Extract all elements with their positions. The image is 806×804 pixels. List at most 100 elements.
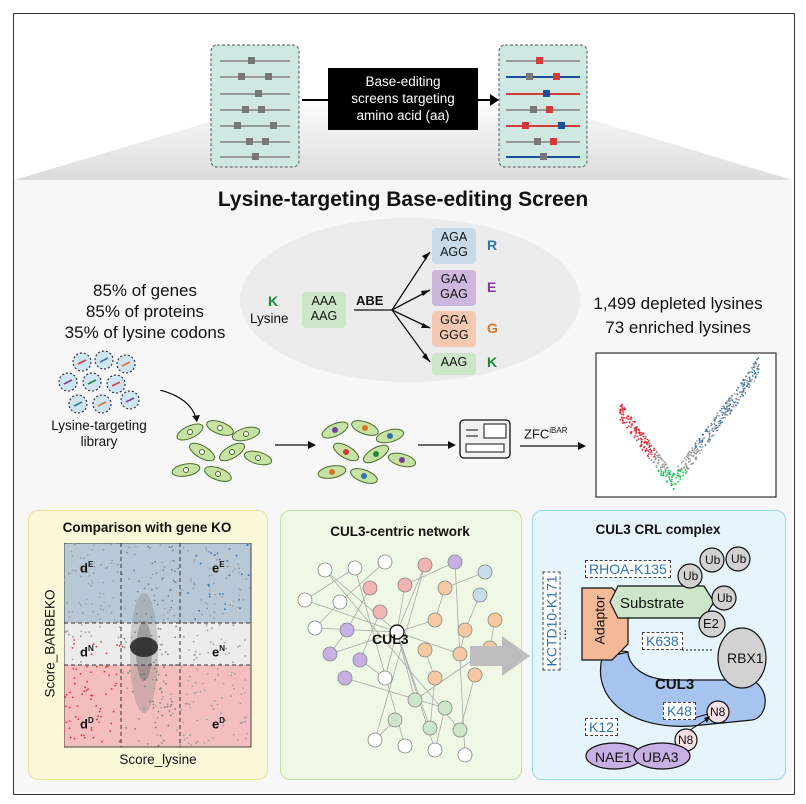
gene-ko-point: [100, 641, 103, 643]
gene-ko-point: [69, 736, 72, 739]
v-plot-point: [710, 423, 713, 426]
v-plot-point: [665, 480, 668, 482]
gene-ko-point: [172, 549, 174, 552]
v-plot-point: [692, 455, 694, 458]
gene-ko-point: [83, 690, 86, 693]
network-node: [332, 594, 348, 610]
v-plot-point: [699, 446, 702, 448]
v-plot-point: [685, 465, 688, 468]
gene-ko-point: [169, 714, 172, 717]
v-plot-point: [660, 457, 662, 459]
codon-aaa: AAA: [311, 294, 337, 308]
gene-ko-point: [213, 603, 216, 605]
gene-ko-point: [219, 593, 221, 595]
gene-ko-point: [213, 617, 216, 619]
gene-ko-point: [123, 637, 126, 640]
virus-library-icon: [58, 350, 140, 414]
gene-ko-point: [186, 702, 189, 705]
gene-ko-point: [183, 635, 185, 638]
v-plot-point: [754, 365, 756, 368]
gene-ko-point: [109, 730, 112, 732]
gene-ko-point: [241, 573, 243, 576]
network-node: [417, 557, 433, 573]
k48-tag: K48: [663, 702, 696, 720]
abe-label: ABE: [356, 293, 384, 308]
v-plot-point: [685, 458, 687, 461]
gene-ko-point: [73, 737, 76, 740]
rbx1-label: RBX1: [727, 650, 764, 666]
v-plot-point: [738, 391, 741, 394]
gene-ko-point: [101, 740, 103, 743]
crl-diagram: [581, 546, 767, 770]
gene-ko-point: [226, 559, 229, 562]
v-plot-point: [669, 469, 672, 472]
v-plot-point: [741, 393, 743, 396]
v-plot-point: [693, 452, 696, 455]
v-plot-point: [695, 456, 698, 459]
network-node: [307, 620, 323, 636]
v-plot-point: [690, 451, 693, 454]
gene-ko-point: [65, 705, 67, 708]
v-plot-point: [751, 368, 754, 371]
gene-ko-point: [208, 593, 211, 596]
gene-ko-point: [130, 636, 133, 639]
v-plot-point: [753, 364, 755, 367]
gene-ko-point: [194, 654, 196, 656]
gene-ko-point: [99, 707, 102, 710]
gene-ko-point: [230, 695, 233, 698]
v-plot-point: [683, 467, 685, 470]
gene-ko-point: [198, 609, 200, 612]
gene-ko-point: [212, 736, 215, 739]
v-plot-point: [637, 438, 640, 440]
gene-ko-point: [102, 609, 105, 612]
v-plot-point: [728, 397, 731, 400]
gene-ko-point: [160, 691, 163, 694]
gene-ko-point: [205, 549, 208, 552]
v-plot-point: [621, 418, 624, 420]
gene-ko-point: [195, 657, 198, 659]
v-plot-point: [704, 444, 707, 446]
gene-ko-point: [216, 552, 219, 555]
v-plot-point: [731, 394, 733, 397]
v-plot-point: [724, 416, 726, 419]
v-plot-point: [746, 379, 748, 382]
gene-ko-point: [217, 673, 220, 676]
v-plot-point: [751, 367, 753, 369]
v-plot-point: [660, 472, 662, 475]
v-plot-point: [711, 435, 713, 437]
v-plot-point: [664, 471, 667, 473]
gene-ko-point: [155, 659, 157, 662]
codon-gag: GAG: [440, 287, 468, 301]
gene-ko-point: [161, 742, 163, 744]
gene-ko-point: [105, 567, 108, 570]
gene-ko-point: [133, 569, 136, 572]
gene-ko-point: [196, 740, 199, 743]
quad-eN-sup: N: [219, 644, 226, 653]
gene-ko-point: [183, 734, 185, 737]
network-node: [372, 604, 388, 620]
gene-ko-point: [180, 709, 183, 711]
gene-ko-point: [248, 586, 251, 589]
v-plot-point: [623, 407, 626, 409]
box-line-3: amino acid (aa): [356, 108, 450, 123]
gene-ko-point: [80, 661, 82, 663]
v-plot-point: [757, 369, 759, 371]
gene-ko-point: [206, 603, 209, 605]
lysine-letter: K: [268, 293, 279, 309]
v-plot-point: [621, 407, 624, 410]
v-plot-point: [675, 476, 678, 479]
network-edge: [314, 627, 398, 633]
v-plot-point: [619, 408, 622, 411]
gene-ko-point: [133, 553, 136, 556]
v-plot-point: [707, 439, 709, 442]
v-plot-point: [713, 417, 716, 420]
v-plot-point: [747, 372, 750, 375]
v-plot-point: [688, 467, 690, 470]
v-plot-point: [668, 477, 671, 479]
gene-ko-point: [234, 568, 237, 570]
gene-ko-point: [105, 666, 107, 668]
gene-ko-point: [209, 615, 212, 617]
v-plot-point: [695, 449, 698, 452]
gene-ko-point: [87, 553, 89, 556]
gene-ko-point: [159, 734, 162, 737]
